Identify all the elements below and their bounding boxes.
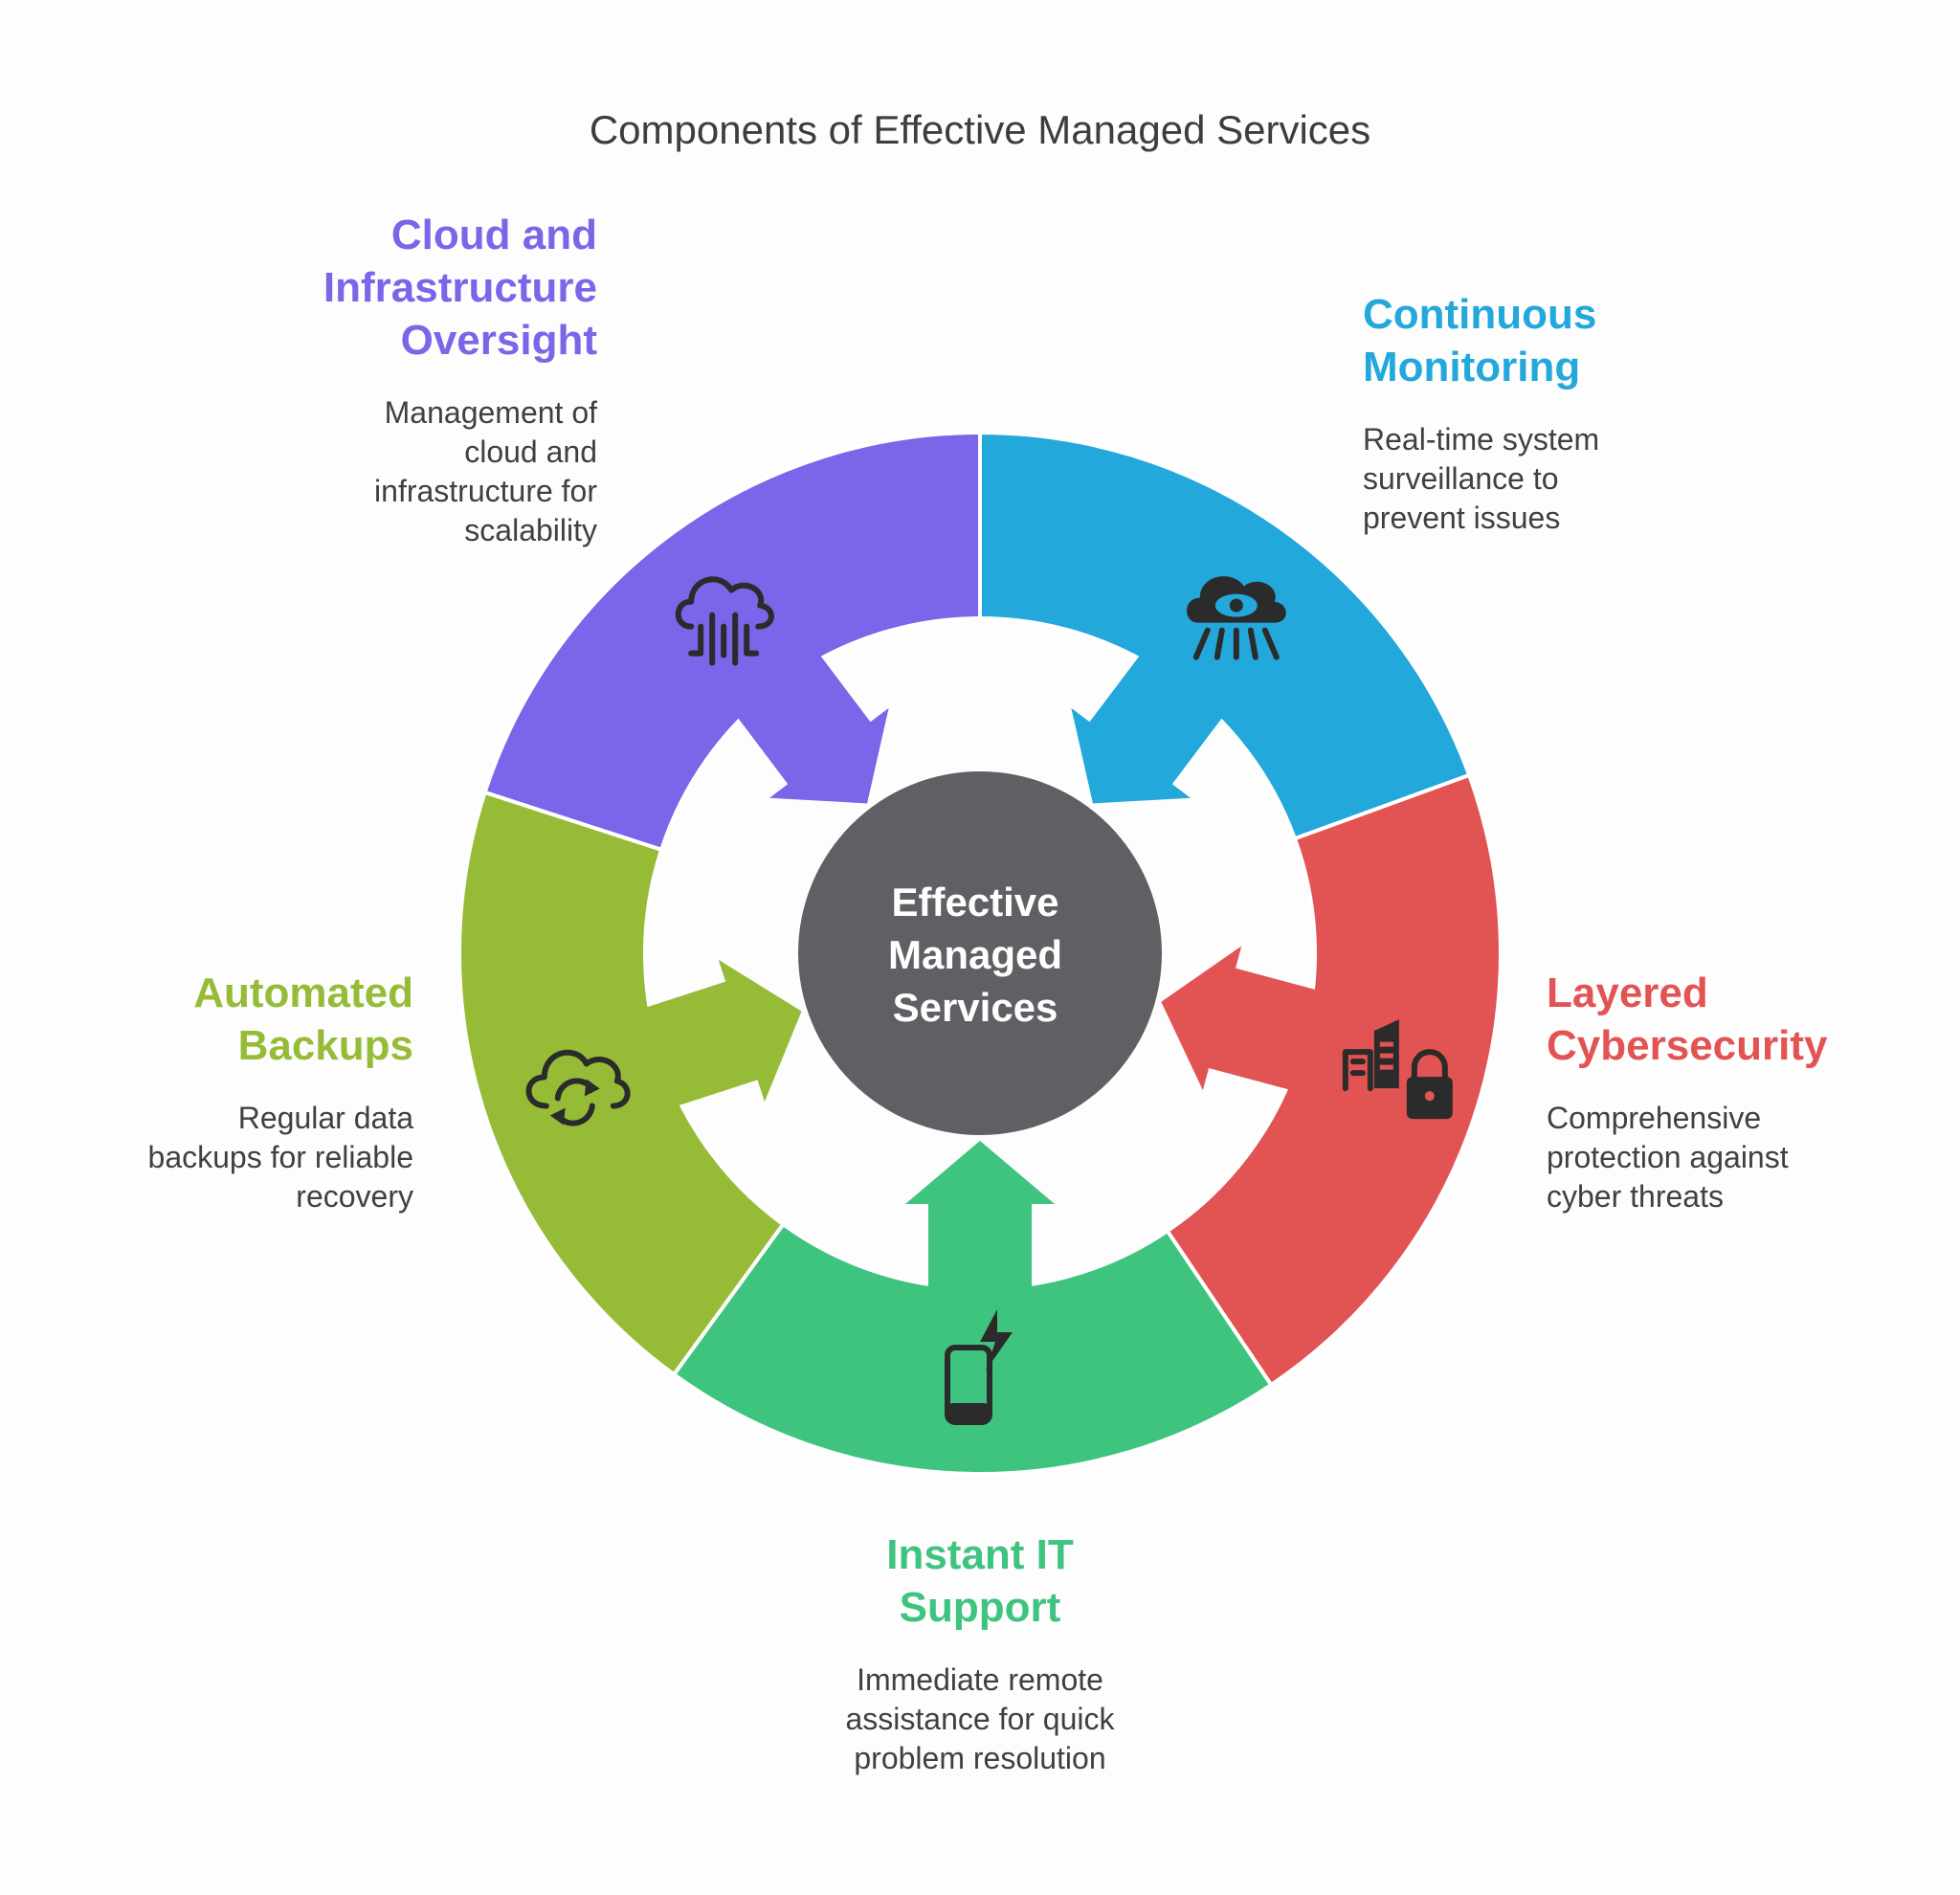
description-instant-it-support: Immediate remote assistance for quick pr… — [845, 1662, 1115, 1775]
description-layered-cybersecurity: Comprehensive protection against cyber t… — [1547, 1101, 1789, 1214]
description-continuous-monitoring: Real-time system surveillance to prevent… — [1363, 422, 1600, 535]
cloud-circuit-icon — [675, 576, 774, 666]
heading-continuous-monitoring: Continuous Monitoring — [1363, 291, 1597, 390]
center-label-line-3: Services — [893, 985, 1058, 1030]
label-layered-cybersecurity: Layered Cybersecurity Comprehensive prot… — [1547, 967, 1949, 1216]
arrow-backups — [637, 959, 802, 1108]
segment-monitoring — [978, 430, 1472, 841]
cloud-sync-icon — [525, 1049, 631, 1126]
arrow-cloud — [732, 648, 889, 804]
cloud-eye-icon — [1187, 576, 1286, 660]
description-cloud-infrastructure: Management of cloud and infrastructure f… — [374, 395, 597, 547]
phone-bolt-icon — [945, 1309, 1013, 1425]
center-label-line-2: Managed — [888, 932, 1062, 977]
description-automated-backups: Regular data backups for reliable recove… — [147, 1101, 413, 1214]
label-instant-it-support: Instant IT Support Immediate remote assi… — [741, 1528, 1219, 1778]
building-lock-icon — [1342, 1019, 1453, 1120]
center-hub: Effective Managed Services — [798, 771, 1162, 1135]
page-title: Components of Effective Managed Services — [589, 107, 1371, 152]
label-continuous-monitoring: Continuous Monitoring Real-time system s… — [1363, 288, 1746, 538]
heading-instant-it-support: Instant IT Support — [886, 1531, 1074, 1631]
heading-cloud-infrastructure: Cloud and Infrastructure Oversight — [323, 212, 597, 364]
arrow-support — [905, 1141, 1055, 1296]
heading-layered-cybersecurity: Layered Cybersecurity — [1547, 970, 1828, 1069]
center-label-line-1: Effective — [891, 880, 1058, 925]
heading-automated-backups: Automated Backups — [193, 970, 413, 1069]
label-automated-backups: Automated Backups Regular data backups f… — [11, 967, 413, 1216]
arrow-cyber — [1161, 946, 1325, 1092]
arrow-monitoring — [1071, 648, 1228, 804]
label-cloud-infrastructure: Cloud and Infrastructure Oversight Manag… — [195, 209, 597, 550]
